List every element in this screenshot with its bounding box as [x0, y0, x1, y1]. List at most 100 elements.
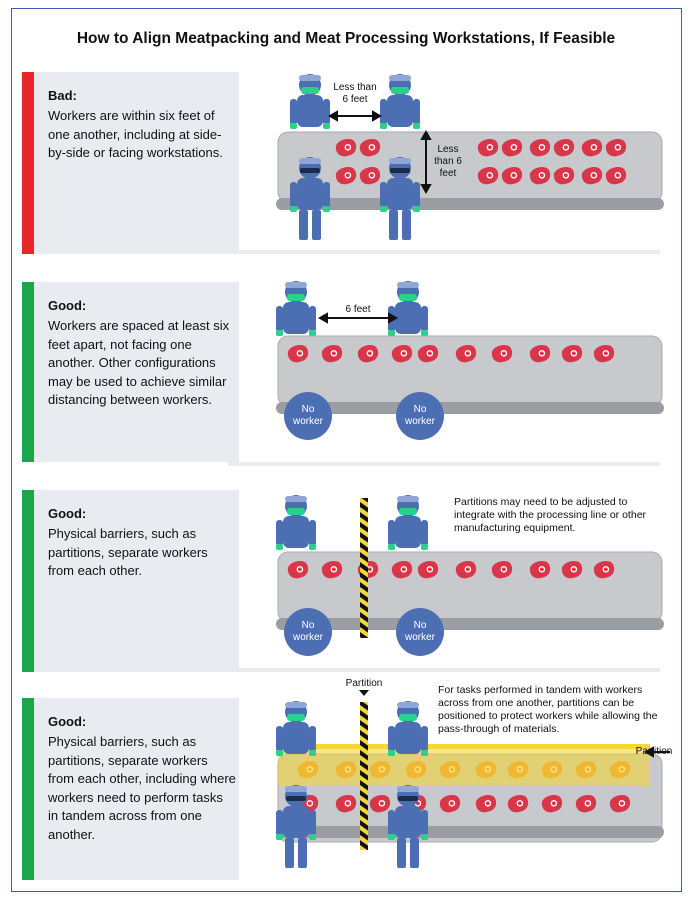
meat-cut: [553, 167, 575, 185]
illustration-good-tandem: Partition Partition For tasks performed …: [250, 678, 672, 880]
meat-cut: [335, 139, 357, 157]
status-bar-good: [22, 490, 34, 672]
panel-good-partition: Good: Physical barriers, such as partiti…: [22, 490, 672, 672]
meat-cut: [529, 561, 551, 579]
worker-icon: [276, 701, 316, 756]
meat-cut: [529, 139, 551, 157]
panel-bad: Bad: Workers are within six feet of one …: [22, 72, 672, 254]
conveyor-roller: [276, 618, 664, 630]
meat-cut: [357, 345, 379, 363]
page-title: How to Align Meatpacking and Meat Proces…: [76, 30, 616, 47]
panel-description: Workers are spaced at least six feet apa…: [48, 318, 230, 407]
worker-icon: [388, 785, 428, 868]
meat-cut: [439, 795, 461, 813]
no-worker-label: No worker: [404, 620, 435, 643]
meat-cuts: [297, 795, 631, 813]
meat-cut: [529, 167, 551, 185]
no-worker-marker: [284, 608, 332, 656]
distance-label-side: Less than 6 feet: [333, 82, 377, 105]
partition-label-right: Partition: [635, 746, 673, 757]
no-worker-label: No worker: [404, 404, 435, 427]
status-bar-good: [22, 698, 34, 880]
meat-cut: [391, 561, 413, 579]
partition-label-top: Partition: [345, 678, 383, 689]
meat-cut: [455, 345, 477, 363]
meat-cut: [417, 561, 439, 579]
panel-text-box: Bad: Workers are within six feet of one …: [34, 72, 239, 254]
panel-text-box: Good: Physical barriers, such as partiti…: [34, 490, 239, 672]
divider: [228, 250, 660, 254]
arrow-left: [643, 746, 670, 758]
meat-cut: [477, 139, 499, 157]
meat-cut: [561, 345, 583, 363]
no-worker-marker: [396, 608, 444, 656]
illustration-svg: [276, 281, 664, 440]
conveyor-roller: [276, 402, 664, 414]
meat-cut: [593, 561, 615, 579]
meat-cuts: [335, 139, 627, 157]
meat-cut: [605, 139, 627, 157]
distance-label-side: 6 feet: [336, 304, 380, 316]
meat-cut: [359, 167, 381, 185]
worker-icon: [388, 495, 428, 550]
panel-description: Workers are within six feet of one anoth…: [48, 108, 223, 160]
no-worker-label: No worker: [292, 404, 323, 427]
illustration-good-partition: No worker No worker Partitions may need …: [250, 490, 664, 672]
meat-cut: [541, 795, 563, 813]
panel-text-box: Good: Physical barriers, such as partiti…: [34, 698, 239, 880]
meat-cut: [501, 139, 523, 157]
meat-cut: [581, 167, 603, 185]
conveyor-belt: [277, 131, 663, 203]
partition-pole: [360, 702, 368, 850]
illustration-svg: [276, 495, 664, 656]
meat-cuts: [287, 345, 615, 363]
panel-description: Physical barriers, such as partitions, s…: [48, 526, 208, 578]
panel-heading: Good:: [48, 506, 87, 521]
meat-cut: [491, 345, 513, 363]
meat-cut: [321, 345, 343, 363]
worker-icon: [276, 281, 316, 336]
meat-cut: [609, 795, 631, 813]
meat-cut: [287, 345, 309, 363]
panel-good-tandem: Good: Physical barriers, such as partiti…: [22, 678, 672, 880]
divider: [228, 668, 660, 672]
meat-cut: [391, 345, 413, 363]
panel-good-spacing: Good: Workers are spaced at least six fe…: [22, 281, 672, 462]
double-arrow-vertical: [420, 129, 432, 195]
meat-cut: [581, 139, 603, 157]
worker-icon: [290, 74, 330, 129]
illustration-svg: [276, 74, 664, 240]
panel-heading: Good:: [48, 298, 87, 313]
partition-pole: [360, 498, 368, 638]
no-worker-marker: [284, 392, 332, 440]
divider: [228, 462, 660, 466]
worker-icon: [290, 157, 330, 240]
meat-cut: [359, 139, 381, 157]
meat-cut: [369, 795, 391, 813]
tandem-note: For tasks performed in tandem with worke…: [438, 684, 658, 735]
no-worker-marker: [396, 392, 444, 440]
conveyor-roller: [276, 198, 664, 210]
meat-cut: [475, 795, 497, 813]
worker-icon: [388, 701, 428, 756]
meat-cut: [529, 345, 551, 363]
meat-cut: [335, 795, 357, 813]
meat-cut: [455, 561, 477, 579]
worker-icon: [388, 281, 428, 336]
panel-heading: Bad:: [48, 88, 77, 103]
meat-cut: [491, 561, 513, 579]
status-bar-bad: [22, 72, 34, 254]
panel-description: Physical barriers, such as partitions, s…: [48, 734, 236, 842]
double-arrow-horizontal: [327, 110, 383, 122]
arrow-down: [359, 690, 369, 696]
meat-cut: [335, 167, 357, 185]
meat-cut: [593, 345, 615, 363]
worker-icon: [276, 785, 316, 868]
worker-icon: [276, 495, 316, 550]
meat-cut: [605, 167, 627, 185]
meat-cut: [561, 561, 583, 579]
meat-cuts: [335, 167, 627, 185]
meat-cuts: [287, 561, 615, 579]
panel-text-box: Good: Workers are spaced at least six fe…: [34, 282, 239, 462]
meat-cut: [575, 795, 597, 813]
